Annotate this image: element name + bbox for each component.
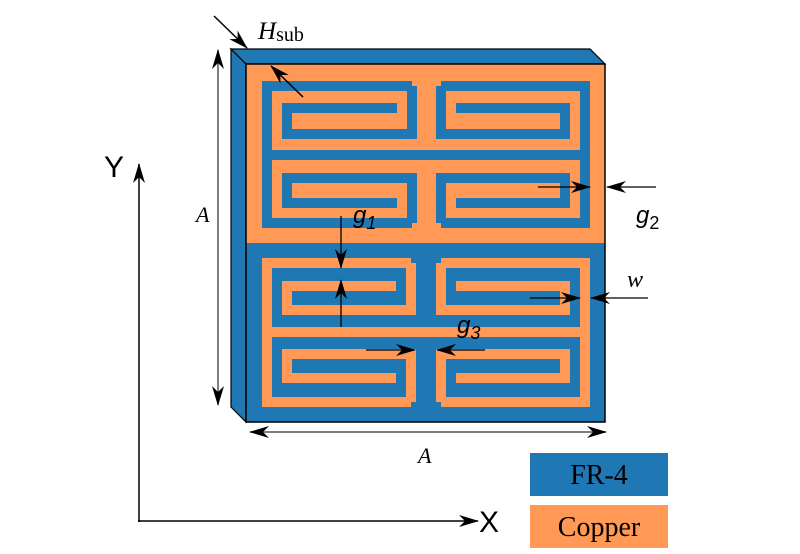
label-g1: g1 [353, 202, 376, 233]
label-g3-subscript: 3 [470, 323, 480, 343]
label-g1-subscript: 1 [366, 213, 376, 233]
label-a-vertical: A [194, 202, 210, 227]
label-w: w [627, 267, 643, 293]
substrate-top-face [229, 48, 607, 65]
label-h-sub-main: H [257, 18, 278, 45]
label-g2: g2 [636, 202, 659, 233]
label-axis-y: Y [104, 151, 124, 184]
front-face-outline [245, 63, 606, 423]
legend-label-fr-4: FR-4 [570, 460, 628, 491]
h-sub-arrow-inner [270, 65, 304, 98]
legend-swatch-fr-4 [530, 453, 668, 496]
label-g3: g3 [457, 312, 480, 343]
h-sub-arrow-outer [213, 15, 248, 49]
label-h-sub: Hsub [257, 18, 304, 46]
label-a-horizontal: A [416, 443, 432, 468]
label-g1-main: g [353, 202, 367, 229]
substrate-side-face [230, 47, 247, 424]
label-g2-main: g [636, 202, 650, 229]
label-axis-x: X [479, 506, 499, 539]
label-g2-subscript: 2 [649, 213, 659, 233]
legend-swatch-copper [530, 505, 668, 548]
top-resonator-pattern [262, 81, 590, 228]
label-g3-main: g [457, 312, 471, 339]
label-h-sub-subscript: sub [276, 24, 304, 46]
legend-label-copper: Copper [558, 512, 641, 543]
